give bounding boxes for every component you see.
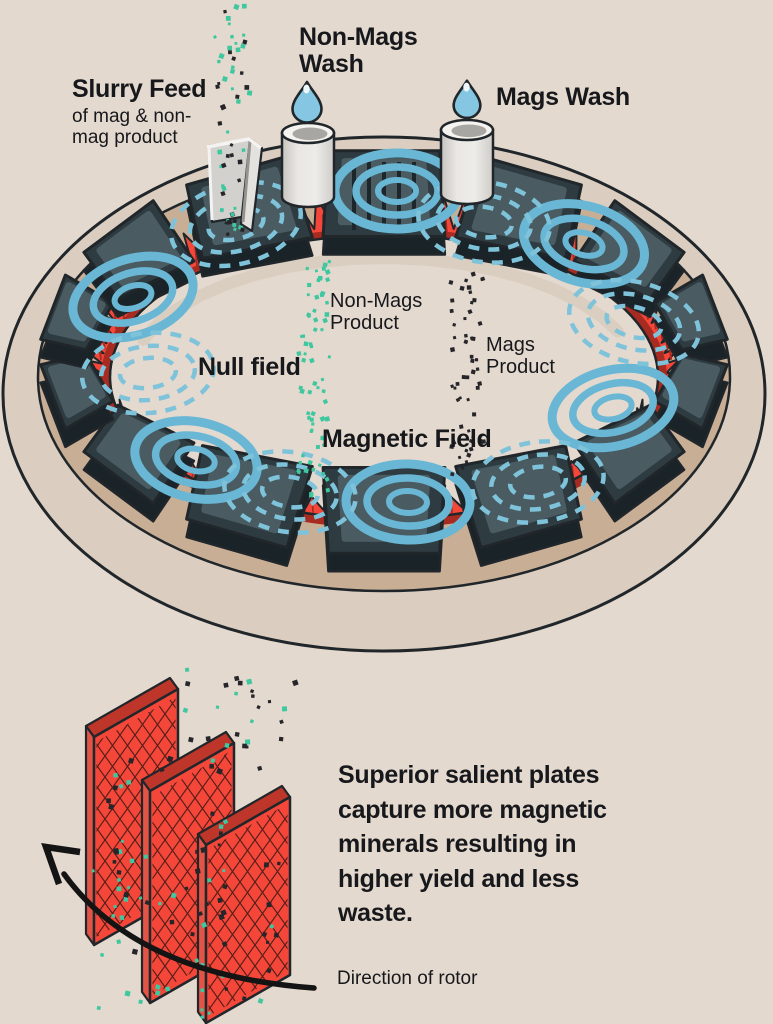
non-mags-product-line2: Product: [330, 311, 399, 334]
slurry-feed-sub-line2: mag product: [72, 127, 178, 148]
description-text: Superior salient plates capture more mag…: [338, 758, 607, 931]
slurry-feed-chute: [206, 137, 264, 233]
mags-product-line1: Mags: [486, 334, 535, 356]
description-line3: minerals resulting in: [338, 830, 577, 858]
magnetic-field-rings-icon: [518, 199, 650, 289]
water-drop-icon: [452, 79, 482, 120]
direction-of-rotor-label: Direction of rotor: [337, 968, 478, 989]
salient-plates: [84, 676, 292, 1024]
mags-wash-label: Mags Wash: [496, 83, 630, 111]
magnetic-field-rings-icon: [130, 416, 262, 504]
mags-product-line2: Product: [486, 355, 555, 378]
magnetic-field-label: Magnetic Field: [322, 425, 492, 453]
magnetic-field-dashed-rings-icon: [416, 179, 552, 265]
water-drop-icon: [291, 80, 323, 124]
slurry-feed-sub-line1: of mag & non-: [72, 106, 192, 127]
null-field-label: Null field: [198, 353, 301, 381]
non-mags-product-label: Non-Mags Product: [330, 290, 423, 334]
description-line5: waste.: [338, 899, 413, 927]
particle-streams: [213, 3, 487, 498]
plate-particles: [91, 667, 299, 1020]
non-mags-product-line1: Non-Mags: [330, 290, 423, 312]
description-line2: capture more magnetic: [338, 795, 607, 824]
mags-product-label: Mags Product: [486, 334, 555, 378]
non-mags-wash-label: Non-Mags Wash: [299, 23, 418, 78]
slurry-feed-title: Slurry Feed: [72, 75, 207, 103]
separator-ring: [1, 135, 767, 653]
wash-nozzle: [280, 121, 336, 209]
description-line4: higher yield and less: [338, 864, 580, 893]
magnetic-field-rings-icon: [341, 459, 475, 545]
magnetic-field-rings-icon: [68, 251, 198, 343]
rotor-direction-arrow-icon: [41, 843, 317, 991]
description-line1: Superior salient plates: [338, 761, 600, 789]
slurry-feed-label: Slurry Feed of mag & non- mag product: [72, 75, 207, 149]
wash-nozzle: [439, 118, 495, 206]
non-mags-wash-line2: Wash: [299, 50, 364, 78]
non-mags-wash-line1: Non-Mags: [299, 23, 418, 51]
